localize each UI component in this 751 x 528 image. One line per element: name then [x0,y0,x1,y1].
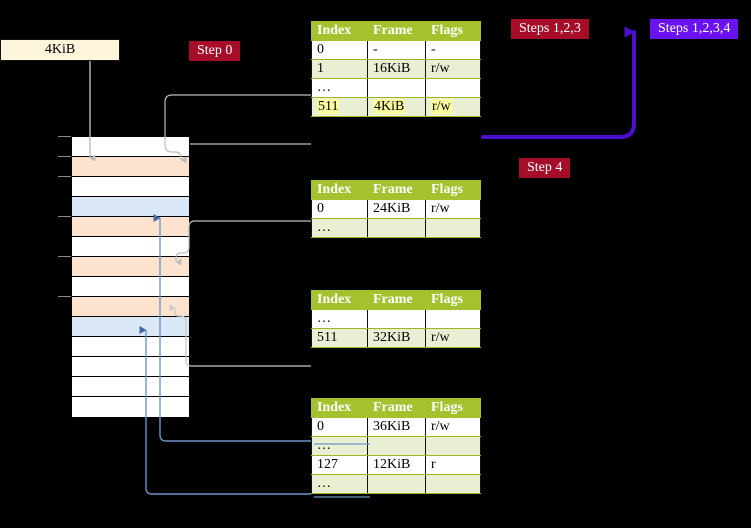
cell-frame: - [367,40,426,60]
memory-tick [58,136,71,137]
column-header-flags: Flags [425,180,481,200]
column-header-frame: Frame [367,290,426,310]
cell-index: 127 [311,455,368,475]
column-header-flags: Flags [425,290,481,310]
cell-index: … [311,78,368,98]
cell-flags: - [425,40,481,60]
cell-frame: 32KiB [367,328,426,348]
table-row: … [311,309,481,329]
cell-flags [425,474,481,494]
badge-step-4: Step 4 [519,158,571,178]
table-row: … [311,436,481,456]
column-header-flags: Flags [425,398,481,418]
memory-size-box: 4KiB [0,39,120,61]
memory-tick [58,296,71,297]
memory-frame-row [72,317,189,337]
cell-index: … [311,474,368,494]
memory-frame-row [72,397,189,417]
cell-flags: r/w [425,59,481,79]
cell-frame: 4KiB [367,97,426,117]
cell-index: 0 [311,40,368,60]
connector-pdpt-24kib [175,220,311,266]
column-header-index: Index [311,180,368,200]
table-row: 511 4KiB r/w [311,97,481,117]
column-header-frame: Frame [367,21,426,41]
column-header-flags: Flags [425,21,481,41]
cell-index: 511 [311,97,368,117]
table-row: … [311,218,481,238]
highlighted-value: 511 [317,99,340,114]
memory-frame-row [72,157,189,177]
cell-frame: 24KiB [367,199,426,219]
badge-step-0: Step 0 [189,41,241,61]
cell-frame [367,309,426,329]
cell-flags: r/w [425,417,481,437]
cell-frame [367,474,426,494]
cell-index: 0 [311,199,368,219]
cell-frame: 12KiB [367,455,426,475]
cell-index: 511 [311,328,368,348]
memory-frame-row [72,237,189,257]
memory-frame-row [72,297,189,317]
table-row: 0-- [311,40,481,60]
cell-frame [367,218,426,238]
memory-frame-row [72,377,189,397]
cell-flags [425,218,481,238]
cell-flags: r/w [425,97,481,117]
cell-flags: r/w [425,199,481,219]
highlighted-value: r/w [431,99,452,114]
memory-frame-row [72,177,189,197]
cell-frame [367,78,426,98]
memory-frame-row [72,217,189,237]
cell-frame: 16KiB [367,59,426,79]
column-header-frame: Frame [367,398,426,418]
physical-memory-grid [71,136,190,417]
memory-frame-row [72,337,189,357]
connector-pd-32kib [169,304,311,367]
cell-index: 1 [311,59,368,79]
memory-tick [58,156,71,157]
cell-flags [425,309,481,329]
memory-frame-row [72,277,189,297]
memory-tick [58,256,71,257]
badge-steps-1-2-3-4: Steps 1,2,3,4 [650,19,739,39]
cell-index: 0 [311,417,368,437]
badge-steps-1-2-3: Steps 1,2,3 [511,19,589,39]
cell-index: … [311,309,368,329]
column-header-index: Index [311,21,368,41]
column-header-index: Index [311,398,368,418]
cell-frame [367,436,426,456]
cell-index: … [311,218,368,238]
memory-tick [58,176,71,177]
cell-flags: r [425,455,481,475]
memory-tick [58,216,71,217]
memory-size-label: 4KiB [44,42,76,57]
memory-frame-row [72,357,189,377]
table-row: … [311,474,481,494]
cell-flags [425,436,481,456]
cell-flags: r/w [425,328,481,348]
cell-frame: 36KiB [367,417,426,437]
column-header-frame: Frame [367,180,426,200]
highlighted-value: 4KiB [373,99,406,114]
cell-index: … [311,436,368,456]
cell-flags [425,78,481,98]
arrow-steps-1234 [481,26,636,139]
memory-frame-row [72,257,189,277]
table-row: … [311,78,481,98]
memory-frame-row [72,137,189,157]
memory-frame-row [72,197,189,217]
column-header-index: Index [311,290,368,310]
